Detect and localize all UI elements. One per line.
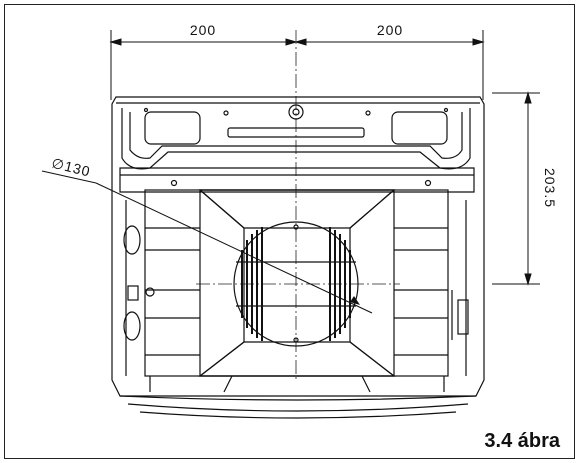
figure-caption: 3.4 ábra [484, 430, 560, 452]
dimension-right-width-label: 200 [377, 22, 403, 38]
top-dimension [109, 30, 485, 100]
right-dimension [492, 91, 540, 286]
center-lines [196, 30, 400, 380]
fan-grille [233, 221, 359, 347]
diameter-leader [41, 170, 373, 314]
dimension-left-width-label: 200 [190, 22, 216, 38]
right-hinges [451, 290, 469, 340]
dimension-diameter-label: ∅130 [50, 155, 92, 180]
oven-body [111, 96, 485, 397]
cavity-frame [125, 189, 467, 377]
figure-frame [4, 4, 575, 459]
left-hinges [123, 225, 155, 341]
dimension-height-label: 203.5 [542, 168, 558, 208]
oven-base [119, 375, 477, 419]
